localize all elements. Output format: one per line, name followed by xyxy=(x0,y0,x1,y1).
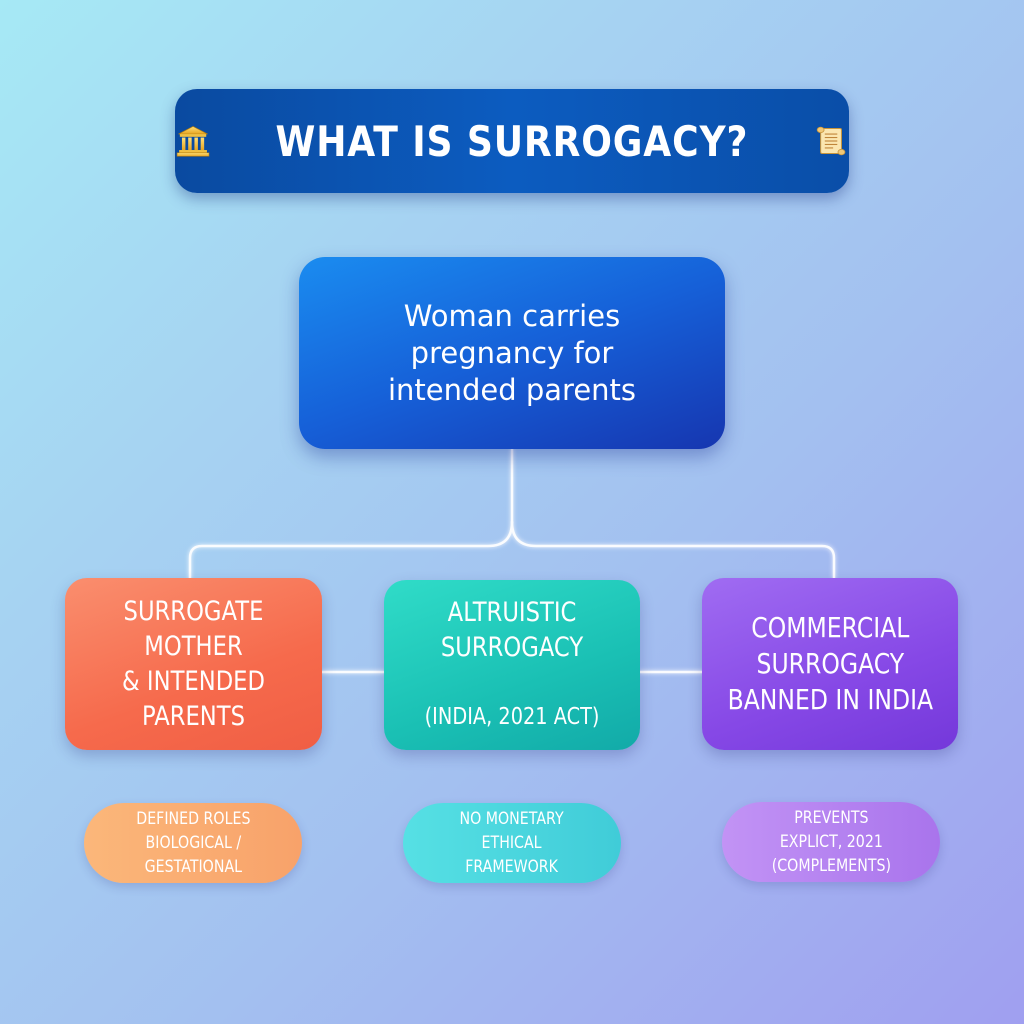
detail-pill-ethical: NO MONETARY ETHICAL FRAMEWORK xyxy=(403,803,621,883)
page-title: WHAT IS SURROGACY? xyxy=(275,116,749,166)
category-label: COMMERCIAL SURROGACY BANNED IN INDIA xyxy=(727,611,933,716)
detail-text: PREVENTS EXPLICT, 2021 (COMPLEMENTS) xyxy=(771,808,891,875)
category-label: ALTRUISTIC SURROGACY xyxy=(440,597,584,663)
detail-text: NO MONETARY ETHICAL FRAMEWORK xyxy=(459,809,565,876)
detail-pill-roles: DEFINED ROLES BIOLOGICAL / GESTATIONAL xyxy=(84,803,302,883)
category-card-altruistic: ALTRUISTIC SURROGACY (INDIA, 2021 ACT) xyxy=(384,580,640,750)
category-card-commercial: COMMERCIAL SURROGACY BANNED IN INDIA xyxy=(702,578,958,750)
category-card-surrogate-parents: SURROGATE MOTHER & INTENDED PARENTS xyxy=(65,578,322,750)
definition-text: Woman carries pregnancy for intended par… xyxy=(387,298,637,407)
courthouse-icon xyxy=(176,126,210,157)
detail-pill-prevents: PREVENTS EXPLICT, 2021 (COMPLEMENTS) xyxy=(722,802,940,882)
category-label: SURROGATE MOTHER & INTENDED PARENTS xyxy=(122,596,265,732)
title-banner: WHAT IS SURROGACY? xyxy=(175,89,849,193)
definition-box: Woman carries pregnancy for intended par… xyxy=(299,257,725,449)
category-sublabel: (INDIA, 2021 ACT) xyxy=(424,704,600,730)
detail-text: DEFINED ROLES BIOLOGICAL / GESTATIONAL xyxy=(135,809,251,876)
scroll-icon xyxy=(816,126,846,156)
